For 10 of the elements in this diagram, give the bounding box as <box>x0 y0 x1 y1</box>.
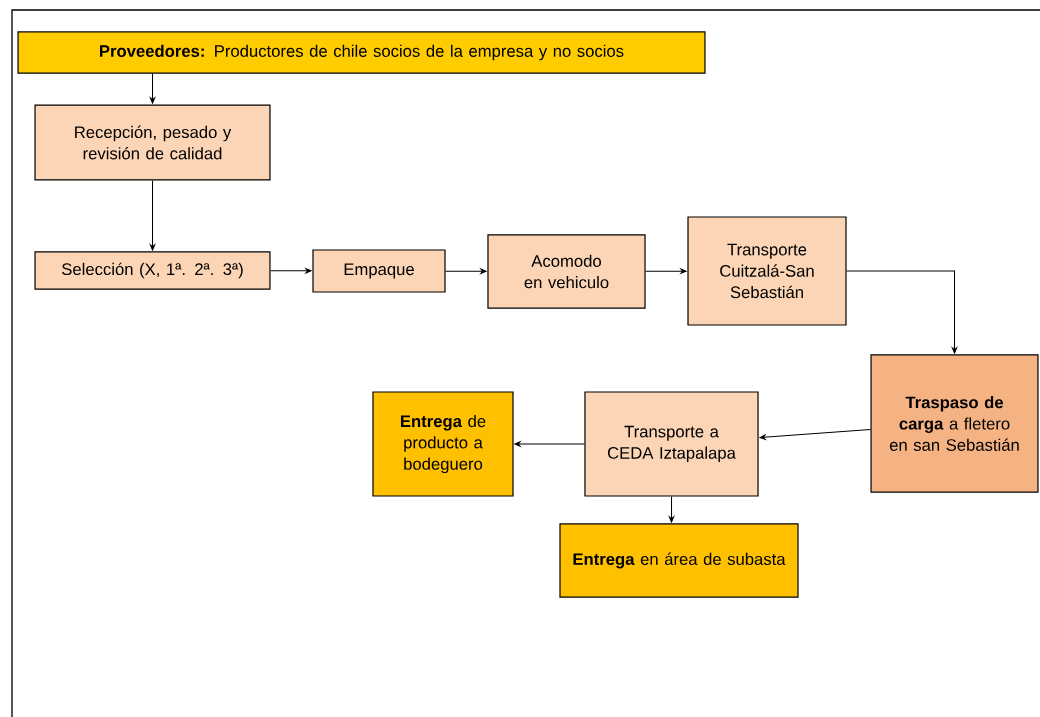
process-box: Acomodo en vehiculo <box>487 234 646 309</box>
supplier-banner: Proveedores: Productores de chile socios de la empresa y no socios <box>17 31 706 74</box>
process-box: Traspaso de carga a fletero en san Sebastián <box>870 354 1039 493</box>
process-box: Empaque <box>312 249 446 293</box>
delivery-box: Entrega de producto a bodeguero <box>372 391 514 497</box>
delivery-box: Entrega en área de subasta <box>559 523 799 598</box>
process-box: Transporte Cuitzalá-San Sebastián <box>687 216 847 326</box>
process-box: Selección (X, 1ª. 2ª. 3ª) <box>34 251 271 290</box>
process-box: Transporte a CEDA Iztapalapa <box>584 391 759 497</box>
process-box: Recepción, pesado y revisión de calidad <box>34 104 271 181</box>
